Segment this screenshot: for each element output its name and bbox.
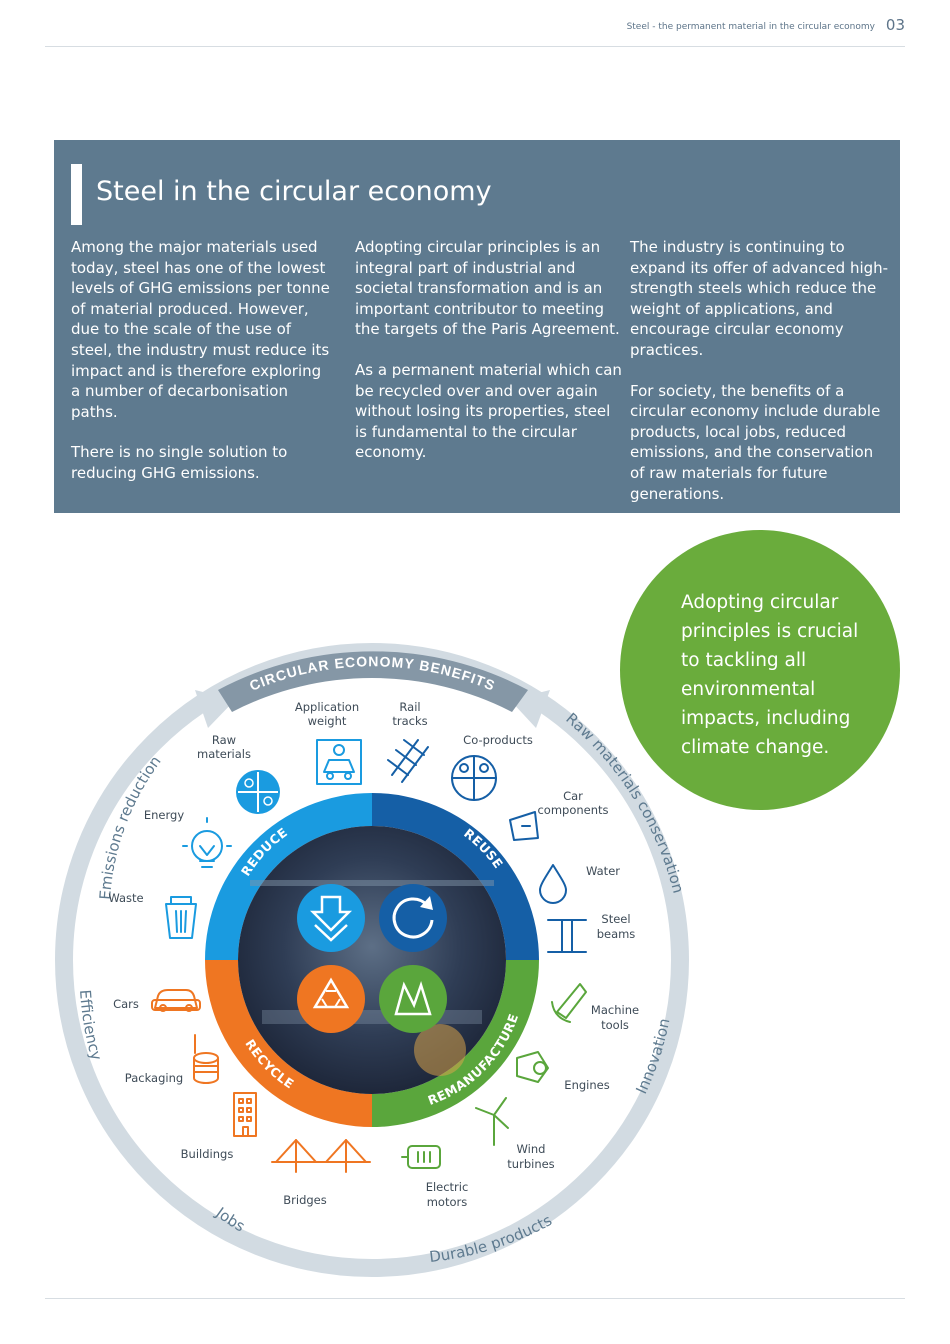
section-title: Steel in the circular economy (96, 176, 492, 207)
label-co-products: Co-products (463, 733, 533, 747)
label-wind-turbines-2: turbines (507, 1157, 554, 1171)
electric-motor-icon (401, 1145, 441, 1169)
recycle-icon (297, 965, 365, 1033)
steel-beam-icon (547, 919, 587, 953)
waste-bin-icon (165, 896, 197, 939)
label-waste: Waste (108, 891, 143, 905)
remanufacture-icon (379, 965, 447, 1033)
water-icon (539, 864, 567, 904)
text-column-1: Among the major materials used today, st… (71, 237, 331, 504)
text-column-3: The industry is continuing to expand its… (630, 237, 892, 524)
label-buildings: Buildings (181, 1147, 234, 1161)
label-application-weight-1: Application (295, 700, 359, 714)
running-title: Steel - the permanent material in the ci… (626, 22, 875, 32)
car-weight-icon (316, 739, 362, 785)
label-rail-tracks-1: Rail (399, 700, 420, 714)
label-packaging: Packaging (125, 1071, 183, 1085)
label-machine-tools-2: tools (601, 1018, 629, 1032)
label-electric-motors-1: Electric (426, 1180, 469, 1194)
co-products-icon (451, 755, 497, 801)
label-machine-tools-1: Machine (591, 1003, 639, 1017)
paragraph: Among the major materials used today, st… (71, 238, 330, 421)
engine-icon (516, 1051, 549, 1083)
segment-recycle (205, 960, 372, 1127)
paragraph: The industry is continuing to expand its… (630, 238, 889, 359)
callout-circle: Adopting circular principles is crucial … (620, 530, 900, 810)
label-steel-beams-2: beams (597, 927, 636, 941)
rail-tracks-icon (387, 739, 429, 783)
label-electric-motors-2: motors (427, 1195, 468, 1209)
building-icon (233, 1092, 257, 1137)
segment-reuse (372, 793, 539, 960)
callout-text: Adopting circular principles is crucial … (681, 592, 859, 758)
center-photo (238, 826, 506, 1094)
excavator-arm-icon (551, 983, 587, 1023)
raw-materials-icon (236, 770, 280, 814)
reduce-icon (297, 884, 365, 952)
label-raw-materials-2: materials (197, 747, 251, 761)
info-panel: Steel in the circular economy Among the … (54, 140, 900, 513)
paragraph: For society, the benefits of a circular … (630, 381, 881, 503)
label-cars: Cars (113, 997, 139, 1011)
text-column-2: Adopting circular principles is an integ… (355, 237, 625, 483)
label-engines: Engines (564, 1078, 609, 1092)
page-number: 03 (885, 16, 905, 34)
label-steel-beams-1: Steel (601, 912, 630, 926)
label-car-components-1: Car (563, 789, 583, 803)
label-application-weight-2: weight (308, 714, 347, 728)
page-header: Steel - the permanent material in the ci… (45, 0, 905, 47)
label-car-components-2: components (537, 803, 608, 817)
label-energy: Energy (144, 808, 184, 822)
energy-icon (182, 817, 232, 868)
segment-remanufacture (372, 960, 539, 1127)
wind-turbine-icon (475, 1097, 509, 1146)
paragraph: Adopting circular principles is an integ… (355, 238, 620, 339)
label-raw-materials-1: Raw (212, 733, 236, 747)
segment-reduce (205, 793, 372, 960)
item-labels: Application weight Rail tracks Raw mater… (108, 700, 639, 1209)
ring-label-durable: Durable products (428, 1211, 555, 1266)
label-wind-turbines-1: Wind (517, 1142, 546, 1156)
reuse-icon (379, 884, 447, 952)
bridge-icon (271, 1139, 371, 1173)
paragraph: As a permanent material which can be rec… (355, 360, 622, 462)
paragraph: There is no single solution to reducing … (71, 443, 288, 482)
car-door-icon (509, 811, 539, 841)
car-icon (151, 989, 201, 1012)
label-bridges: Bridges (283, 1193, 326, 1207)
title-accent-bar (71, 164, 82, 225)
label-rail-tracks-2: tracks (392, 714, 427, 728)
footer-divider (45, 1298, 905, 1299)
banner-band (218, 651, 528, 712)
packaging-can-icon (193, 1034, 219, 1084)
label-water: Water (586, 864, 620, 878)
